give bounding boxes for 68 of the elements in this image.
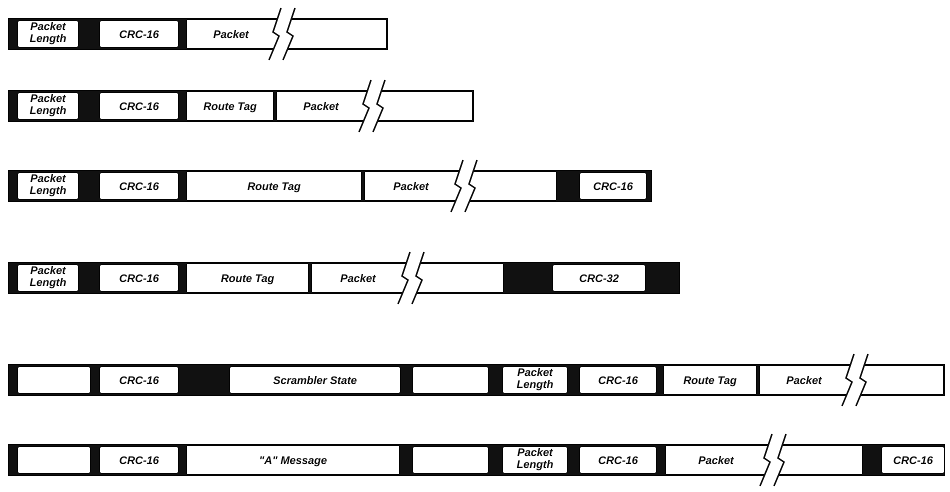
field-label: CRC-16: [119, 181, 159, 193]
field-label: Packet: [213, 29, 249, 41]
packet-field: [882, 447, 944, 473]
packet-format-bar: [8, 170, 652, 202]
packet-field: [185, 444, 401, 476]
field-label: CRC-16: [598, 375, 638, 387]
field-label: Packet: [340, 273, 376, 285]
packet-field: [100, 447, 178, 473]
packet-format-bar: [8, 262, 680, 294]
field-label: Packet Length: [516, 367, 554, 391]
packet-format-bar: [8, 18, 388, 50]
packet-field: [185, 170, 363, 202]
field-label: CRC-16: [119, 273, 159, 285]
field-label: CRC-16: [119, 455, 159, 467]
packet-field: [18, 173, 78, 199]
field-label: CRC-16: [893, 455, 933, 467]
packet-field: [580, 367, 656, 393]
packet-format-bar: [8, 90, 474, 122]
obscured-field: [413, 447, 488, 473]
packet-field: [185, 18, 388, 50]
obscured-field: [18, 367, 90, 393]
field-label: Route Tag: [220, 273, 274, 285]
packet-field: [100, 173, 178, 199]
field-label: CRC-16: [598, 455, 638, 467]
field-label: Route Tag: [203, 101, 257, 113]
field-label: CRC-16: [119, 29, 159, 41]
field-label: CRC-16: [119, 375, 159, 387]
packet-field: [100, 93, 178, 119]
field-label: Packet Length: [28, 173, 68, 197]
packet-field: [18, 265, 78, 291]
field-label: Packet Length: [516, 447, 554, 471]
packet-field: [503, 367, 567, 393]
field-label: Packet: [303, 101, 339, 113]
obscured-field: [413, 367, 488, 393]
field-label: Route Tag: [247, 181, 301, 193]
field-label: Packet: [698, 455, 734, 467]
field-label: Packet: [786, 375, 822, 387]
field-label: CRC-32: [579, 273, 619, 285]
packet-field: [275, 90, 474, 122]
packet-format-bar: [8, 364, 945, 396]
packet-field: [662, 364, 758, 396]
field-label: Packet Length: [28, 21, 68, 45]
field-label: CRC-16: [119, 101, 159, 113]
packet-field: [503, 447, 567, 473]
packet-format-bar: [8, 444, 945, 476]
packet-field: [18, 21, 78, 47]
obscured-field: [18, 447, 90, 473]
packet-field: [100, 265, 178, 291]
field-label: Packet: [393, 181, 429, 193]
field-label: CRC-16: [593, 181, 633, 193]
field-label: Packet Length: [28, 265, 68, 289]
packet-field: [100, 21, 178, 47]
packet-field: [185, 90, 275, 122]
field-label: Scrambler State: [273, 375, 357, 387]
field-label: Packet Length: [28, 93, 68, 117]
field-label: "A" Message: [259, 455, 327, 467]
field-label: Route Tag: [683, 375, 737, 387]
packet-field: [230, 367, 400, 393]
packet-field: [185, 262, 310, 294]
packet-field: [363, 170, 558, 202]
packet-field: [580, 173, 646, 199]
packet-field: [664, 444, 864, 476]
packet-field: [758, 364, 945, 396]
packet-field: [553, 265, 645, 291]
packet-field: [580, 447, 656, 473]
packet-field: [100, 367, 178, 393]
packet-field: [18, 93, 78, 119]
packet-field: [310, 262, 505, 294]
